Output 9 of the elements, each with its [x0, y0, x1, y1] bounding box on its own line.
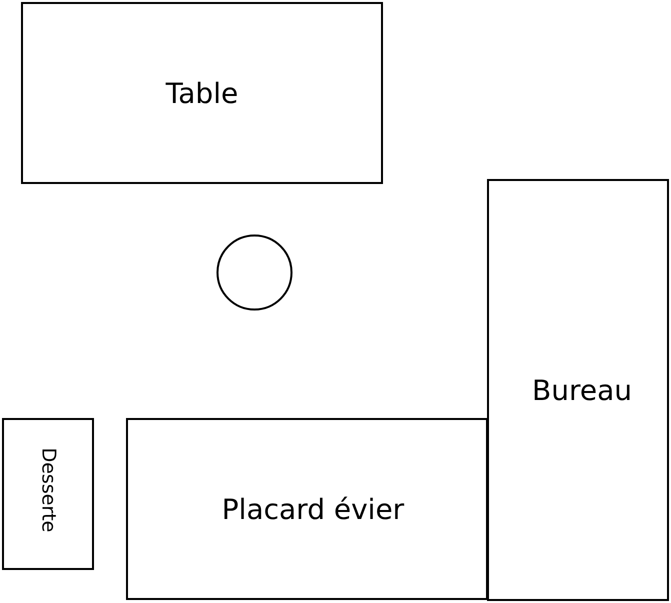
desk-box: [487, 179, 669, 601]
box-label: Table: [166, 76, 238, 110]
box-label: Desserte: [37, 448, 59, 532]
circle-shape: [216, 234, 293, 311]
side-table-box: [2, 418, 94, 570]
box-label: Placard évier: [222, 492, 404, 526]
box-label: Bureau: [532, 374, 632, 406]
table-box: [21, 2, 383, 184]
cupboard-box: [126, 418, 488, 600]
